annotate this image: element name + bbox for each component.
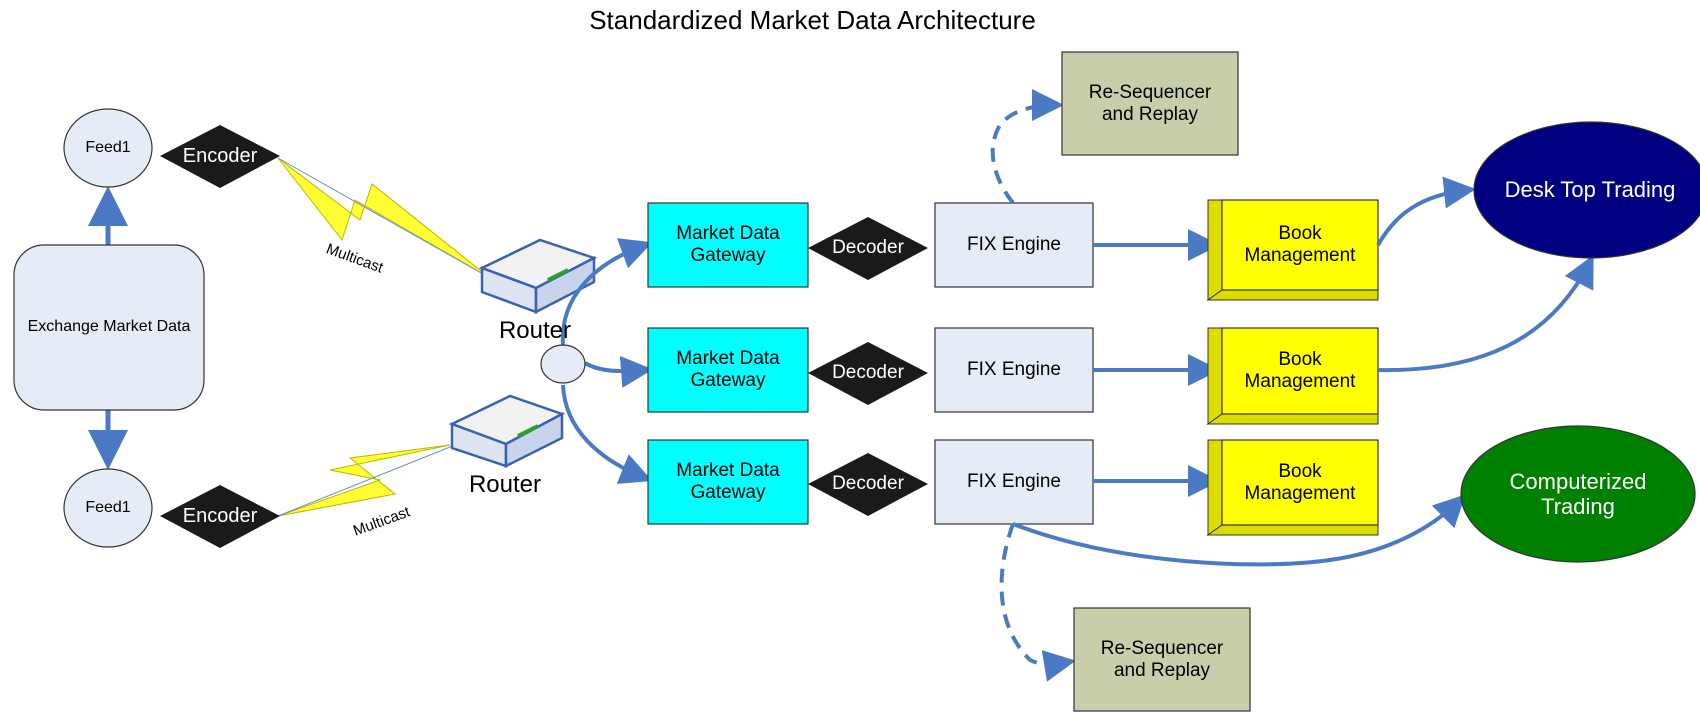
link-line-bottom bbox=[277, 444, 456, 517]
arrow-hub-gateway-3 bbox=[561, 384, 653, 484]
gateway-box-3 bbox=[647, 439, 809, 525]
fix-engine-box-2 bbox=[934, 327, 1094, 413]
gateway-box-2 bbox=[647, 327, 809, 413]
resequencer-bottom-box bbox=[1073, 607, 1251, 712]
fix-engine-box-3 bbox=[934, 439, 1094, 525]
arrow-book1-desktop bbox=[1376, 176, 1476, 246]
dashed-arrow-resequencer-top bbox=[990, 89, 1064, 205]
arrow-hub-gateway-2 bbox=[583, 355, 653, 388]
book-box-3 bbox=[1206, 439, 1379, 536]
dashed-arrow-resequencer-bottom bbox=[999, 523, 1076, 682]
arrow-fix3-computerized bbox=[1012, 494, 1466, 567]
feed-bottom-circle bbox=[63, 468, 153, 548]
feed-top-circle bbox=[63, 108, 153, 188]
exchange-market-data-box bbox=[13, 244, 205, 411]
book-box-2 bbox=[1206, 327, 1379, 425]
router-top-icon bbox=[478, 238, 598, 315]
arrow-hub-gateway-1 bbox=[560, 238, 653, 346]
page-title: Standardized Market Data Architecture bbox=[589, 5, 1036, 35]
desktop-trading-ellipse bbox=[1473, 121, 1700, 259]
encoder-bottom-diamond bbox=[160, 485, 280, 548]
computerized-trading-ellipse bbox=[1460, 425, 1696, 563]
resequencer-top-box bbox=[1061, 51, 1239, 156]
arrow-book2-desktop bbox=[1377, 254, 1594, 373]
decoder-diamond-2 bbox=[808, 342, 928, 405]
gateway-box-1 bbox=[647, 202, 809, 288]
decoder-diamond-1 bbox=[808, 217, 928, 280]
link-line-top bbox=[277, 157, 491, 279]
decoder-diamond-3 bbox=[808, 453, 928, 516]
multicast-link-bottom bbox=[277, 444, 451, 517]
book-box-1 bbox=[1206, 199, 1379, 301]
network-hub-circle bbox=[540, 344, 586, 384]
fix-engine-box-1 bbox=[934, 202, 1094, 288]
encoder-top-diamond bbox=[160, 125, 280, 188]
router-bottom-icon bbox=[448, 394, 566, 469]
